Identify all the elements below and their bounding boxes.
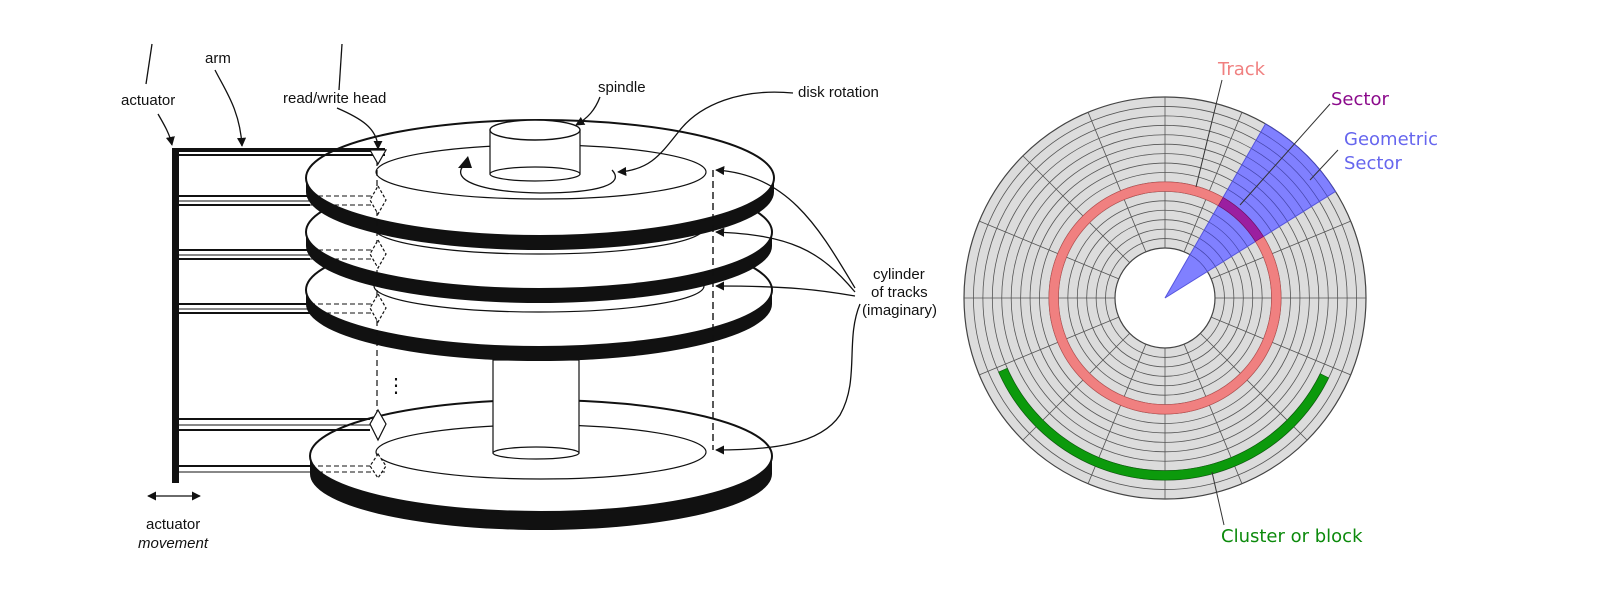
ellipsis-dots: ⋮ xyxy=(386,375,406,397)
actuator-post xyxy=(172,148,179,483)
highlighted-cluster xyxy=(998,367,1330,481)
wedge-track-arc xyxy=(1260,131,1328,197)
spindle-lower xyxy=(492,359,580,454)
wedge-track-arc xyxy=(1203,229,1232,257)
sector-line xyxy=(1022,155,1130,263)
wedge-track-arc xyxy=(1241,164,1296,217)
wedge-track-arc xyxy=(1265,123,1336,192)
spindle xyxy=(489,119,581,182)
wedge-track-arc xyxy=(1194,246,1216,267)
sector-label: Sector xyxy=(1331,89,1389,110)
wedge-track-arc xyxy=(1199,238,1224,262)
actuator-movement-label-2: movement xyxy=(138,535,209,552)
disk-leader-lines xyxy=(1195,79,1339,526)
actuator-movement-label: actuator xyxy=(146,516,200,533)
disk-rotation-label: disk rotation xyxy=(798,84,879,101)
cylinder-label-3: (imaginary) xyxy=(862,302,937,319)
actuator-arms xyxy=(179,148,385,473)
wedge-track-arc xyxy=(1251,148,1312,207)
cluster-label: Cluster or block xyxy=(1221,526,1363,547)
wedge-track-arc xyxy=(1227,189,1272,232)
wedge-track-arc xyxy=(1189,254,1208,272)
rotation-arc xyxy=(460,164,616,194)
sector-line xyxy=(1211,316,1351,376)
cylinder-label: cylinder xyxy=(873,266,925,283)
arm-label: arm xyxy=(205,50,231,67)
spindle-label: spindle xyxy=(598,79,646,96)
geometric-sector-label-2: Sector xyxy=(1344,153,1402,174)
sector-line xyxy=(1087,112,1147,252)
wedge-track-arc xyxy=(1237,172,1288,222)
read-write-head-label: read/write head xyxy=(283,90,386,107)
highlighted-sector xyxy=(1217,197,1264,242)
wedge-track-arc xyxy=(1213,213,1248,247)
sector-line xyxy=(979,316,1119,376)
leader-lines xyxy=(145,43,861,501)
arm-hidden-lines xyxy=(310,195,385,473)
sector-line xyxy=(979,220,1119,280)
wedge-track-arc xyxy=(1255,139,1320,202)
sector-line xyxy=(1211,220,1351,280)
disk-overlay xyxy=(998,123,1337,481)
read-write-heads xyxy=(368,149,388,480)
track-label: Track xyxy=(1217,59,1266,80)
sector-line xyxy=(1183,112,1243,252)
disk-surface-diagram: Track Sector Geometric Sector Cluster or… xyxy=(963,59,1438,547)
actuator-label: actuator xyxy=(121,92,175,109)
cylinder-label-2: of tracks xyxy=(871,284,928,301)
wedge-track-arc xyxy=(1232,180,1280,227)
wedge-track-arc xyxy=(1246,156,1304,212)
wedge-track-arc xyxy=(1208,221,1240,252)
geometric-sector-label: Geometric xyxy=(1344,129,1438,150)
hard-disk-assembly-diagram: ⋮ xyxy=(121,43,937,552)
